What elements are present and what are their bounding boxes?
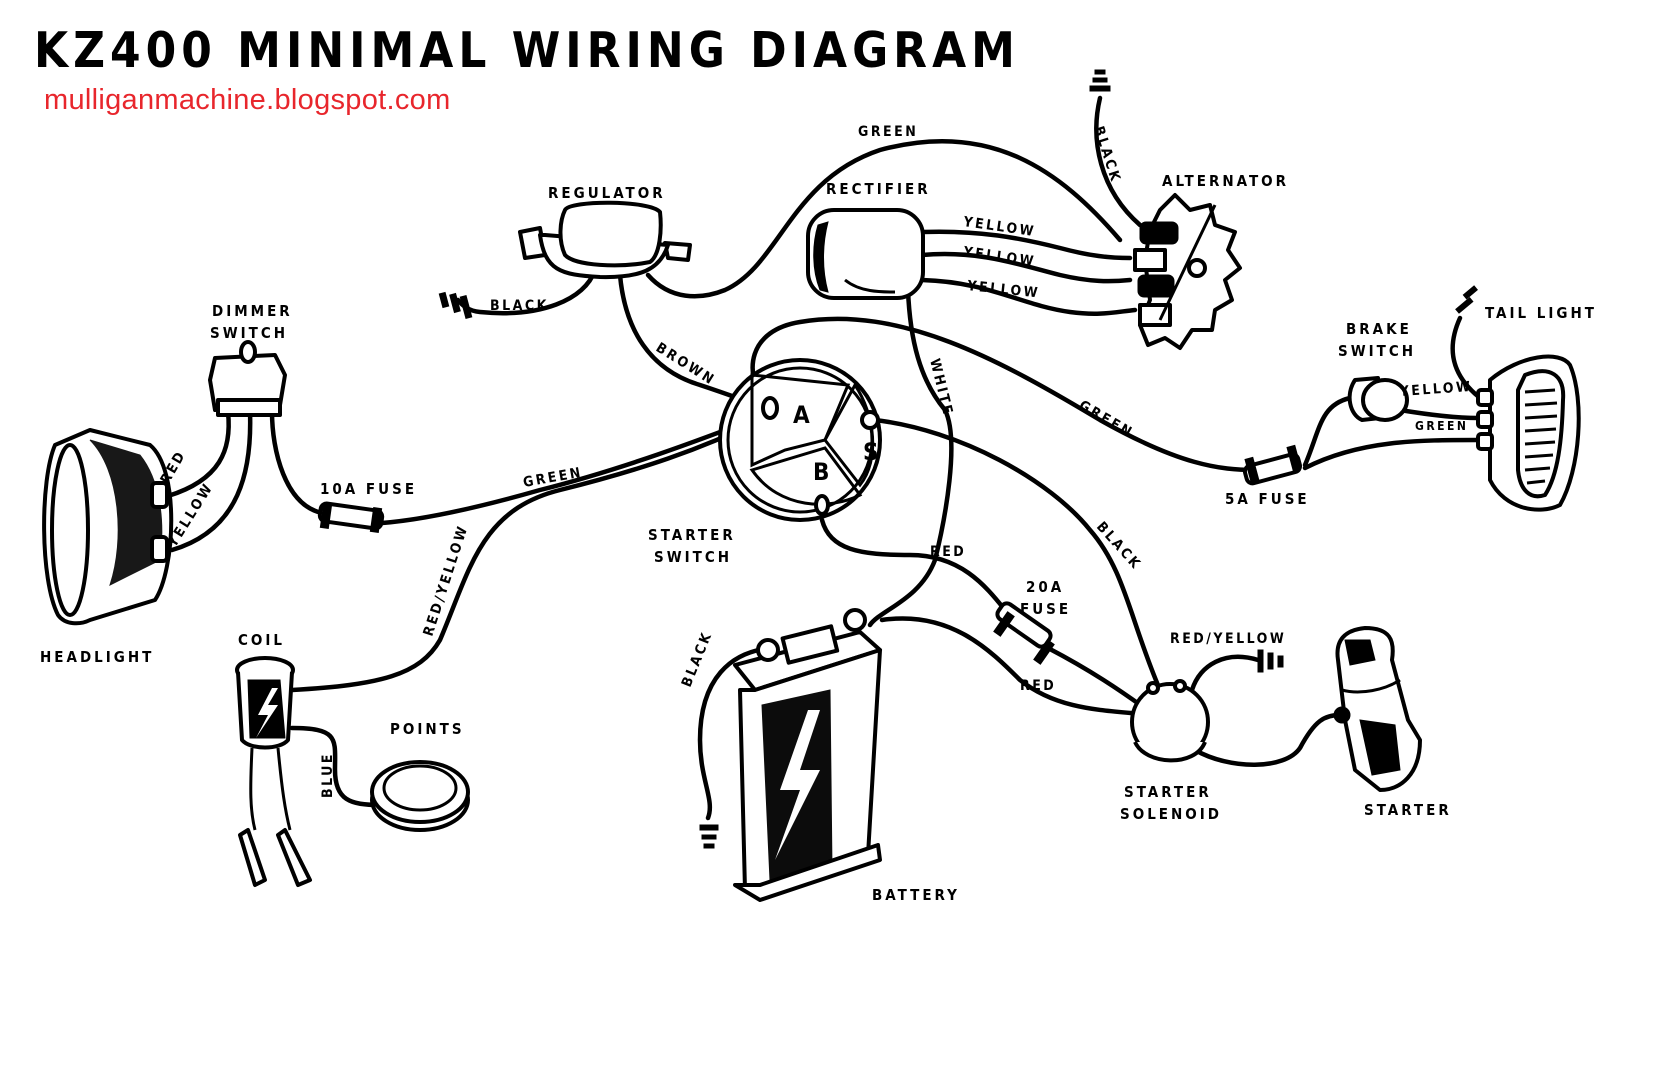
wire-brake-tail bbox=[1397, 407, 1481, 421]
wire-solenoid-starter bbox=[1192, 712, 1343, 767]
starter-switch-icon bbox=[718, 358, 882, 522]
wire-red-yellow-coil bbox=[289, 415, 768, 693]
wire-label-switch-b-red: RED bbox=[930, 544, 966, 560]
label-starter-solenoid-line2: SOLENOID bbox=[1120, 805, 1222, 823]
wire-coil-blue bbox=[289, 725, 383, 808]
wire-brake-fuse bbox=[1302, 395, 1353, 468]
wire-fuse-tail-green bbox=[1302, 437, 1481, 471]
label-starter: STARTER bbox=[1364, 801, 1452, 819]
label-brake-switch-line1: BRAKE bbox=[1346, 320, 1412, 338]
terminal-a-label: A bbox=[793, 401, 810, 429]
label-fuse-20a-line1: 20A bbox=[1026, 578, 1064, 596]
alternator-icon bbox=[1133, 193, 1242, 350]
ground-icon bbox=[438, 291, 473, 320]
label-starter-switch-line2: SWITCH bbox=[654, 548, 732, 566]
wire-label-battery-ground: BLACK bbox=[679, 629, 716, 690]
label-starter-switch-line1: STARTER bbox=[648, 526, 736, 544]
wire-rectifier-yellow-3 bbox=[919, 277, 1138, 316]
wire-regulator-alternator-green bbox=[645, 138, 1123, 299]
ground-icon bbox=[1257, 649, 1284, 673]
label-starter-solenoid-line1: STARTER bbox=[1124, 783, 1212, 801]
regulator-icon bbox=[518, 200, 692, 280]
wire-label-battery-red: RED bbox=[1020, 678, 1056, 694]
dimmer-switch-icon bbox=[208, 340, 287, 417]
wire-label-regulator-alternator: GREEN bbox=[858, 124, 918, 140]
terminal-b bbox=[814, 494, 830, 516]
wire-label-brake-yellow: YELLOW bbox=[1398, 379, 1473, 400]
headlight-icon bbox=[42, 428, 174, 626]
wire-white bbox=[867, 287, 954, 628]
fuse-5a-icon bbox=[1242, 444, 1303, 486]
label-alternator: ALTERNATOR bbox=[1162, 172, 1289, 190]
label-fuse-10a: 10A FUSE bbox=[320, 480, 417, 498]
wire-label-solenoid-red-yellow: RED/YELLOW bbox=[1170, 631, 1286, 647]
tail-light-icon bbox=[1476, 354, 1581, 512]
ground-icon bbox=[1455, 285, 1478, 314]
page-title: KZ400 MINIMAL WIRING DIAGRAM bbox=[34, 22, 1020, 80]
wire-rectifier-yellow-1 bbox=[919, 229, 1133, 261]
wire-label-yellow-2: YELLOW bbox=[961, 244, 1036, 270]
label-tail-light: TAIL LIGHT bbox=[1485, 304, 1597, 322]
wire-label-alternator-ground: BLACK bbox=[1090, 124, 1123, 185]
terminal-a bbox=[761, 396, 779, 420]
fuse-20a-icon bbox=[993, 601, 1055, 665]
label-dimmer-switch-line2: SWITCH bbox=[210, 324, 288, 342]
wire-label-regulator-ground: BLACK bbox=[490, 298, 549, 314]
rectifier-icon bbox=[806, 208, 925, 300]
battery-icon bbox=[733, 608, 882, 902]
wire-battery-ground bbox=[697, 645, 778, 821]
label-coil: COIL bbox=[238, 631, 285, 649]
wire-green-5a bbox=[750, 316, 1258, 473]
wire-green-10a bbox=[379, 412, 768, 526]
wire-label-coil-blue: BLUE bbox=[320, 752, 336, 798]
label-headlight: HEADLIGHT bbox=[40, 648, 154, 666]
label-rectifier: RECTIFIER bbox=[826, 180, 931, 198]
wire-red-switch-fuse bbox=[819, 517, 1008, 613]
wire-alternator-ground bbox=[1094, 95, 1143, 228]
wire-solenoid-ground bbox=[1189, 654, 1261, 693]
label-regulator: REGULATOR bbox=[548, 184, 666, 202]
blog-url[interactable]: mulliganmachine.blogspot.com bbox=[44, 84, 451, 116]
wire-label-tail-green: GREEN bbox=[1415, 419, 1468, 433]
wire-black-solenoid bbox=[872, 417, 1163, 693]
wire-battery-red bbox=[879, 616, 1153, 718]
terminal-s bbox=[860, 410, 880, 430]
ground-icon bbox=[699, 824, 719, 849]
ground-icon bbox=[1089, 69, 1111, 92]
wire-label-green-5a: GREEN bbox=[1076, 398, 1136, 442]
wire-label-yellow-3: YELLOW bbox=[966, 278, 1041, 302]
terminal-b-label: B bbox=[813, 458, 829, 486]
label-fuse-5a: 5A FUSE bbox=[1225, 490, 1310, 508]
label-brake-switch-line2: SWITCH bbox=[1338, 342, 1416, 360]
coil-icon bbox=[235, 656, 312, 887]
wire-dimmer-red bbox=[165, 409, 231, 499]
wire-dimmer-fuse bbox=[269, 409, 325, 516]
wire-tail-ground bbox=[1450, 315, 1483, 401]
brake-switch-icon bbox=[1347, 376, 1409, 422]
fuse-10a-icon bbox=[317, 501, 385, 534]
wire-dimmer-yellow bbox=[169, 409, 253, 553]
label-battery: BATTERY bbox=[872, 886, 960, 904]
label-points: POINTS bbox=[390, 720, 465, 738]
starter-icon bbox=[1333, 626, 1422, 792]
points-icon bbox=[370, 760, 470, 832]
ground-symbols bbox=[438, 69, 1478, 849]
label-dimmer-switch-line1: DIMMER bbox=[212, 302, 293, 320]
label-fuse-20a-line2: FUSE bbox=[1020, 600, 1071, 618]
terminal-s-label: S bbox=[863, 438, 879, 466]
wires bbox=[165, 95, 1483, 821]
starter-solenoid-icon bbox=[1130, 679, 1210, 763]
wire-rectifier-yellow-2 bbox=[919, 251, 1133, 284]
